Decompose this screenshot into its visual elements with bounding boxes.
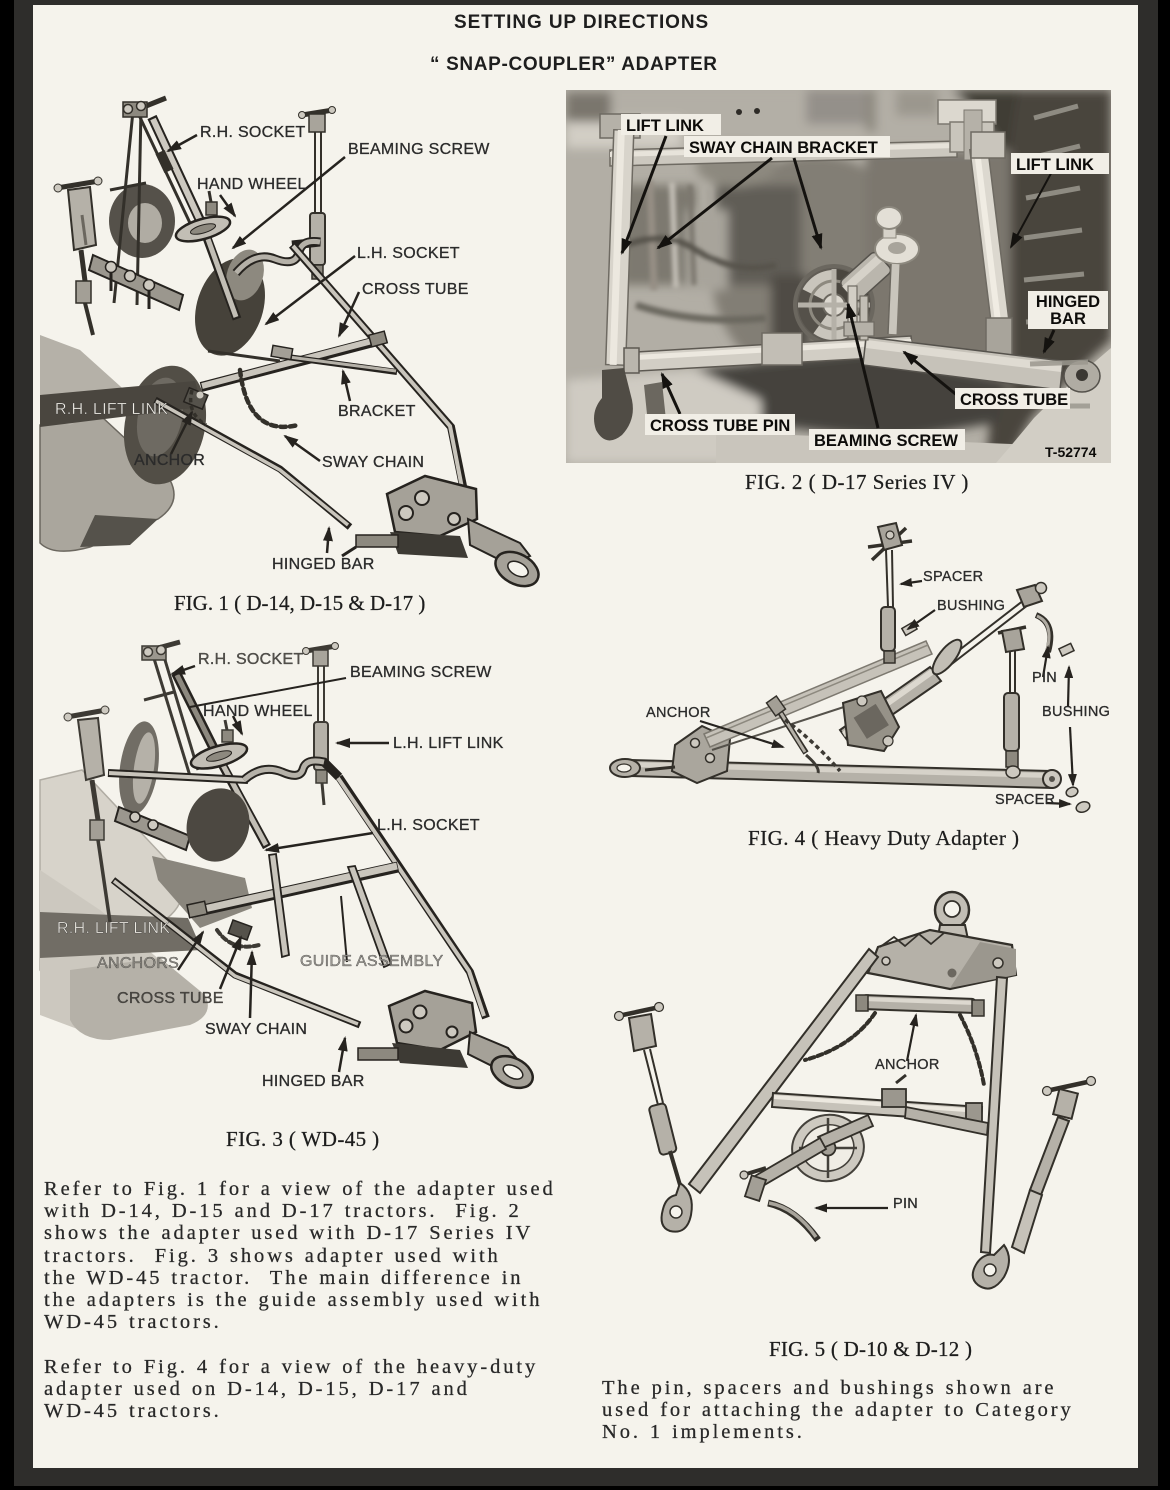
svg-text:CROSS TUBE: CROSS TUBE bbox=[960, 391, 1068, 409]
svg-text:BAR: BAR bbox=[1050, 310, 1086, 328]
svg-text:BEAMING SCREW: BEAMING SCREW bbox=[814, 432, 958, 450]
svg-text:SWAY CHAIN BRACKET: SWAY CHAIN BRACKET bbox=[689, 139, 878, 157]
svg-text:LIFT LINK: LIFT LINK bbox=[1016, 156, 1094, 174]
svg-text:LIFT LINK: LIFT LINK bbox=[626, 117, 704, 135]
svg-text:T-52774: T-52774 bbox=[1045, 444, 1097, 460]
svg-text:CROSS TUBE PIN: CROSS TUBE PIN bbox=[650, 417, 790, 435]
svg-text:HINGED: HINGED bbox=[1036, 293, 1100, 311]
